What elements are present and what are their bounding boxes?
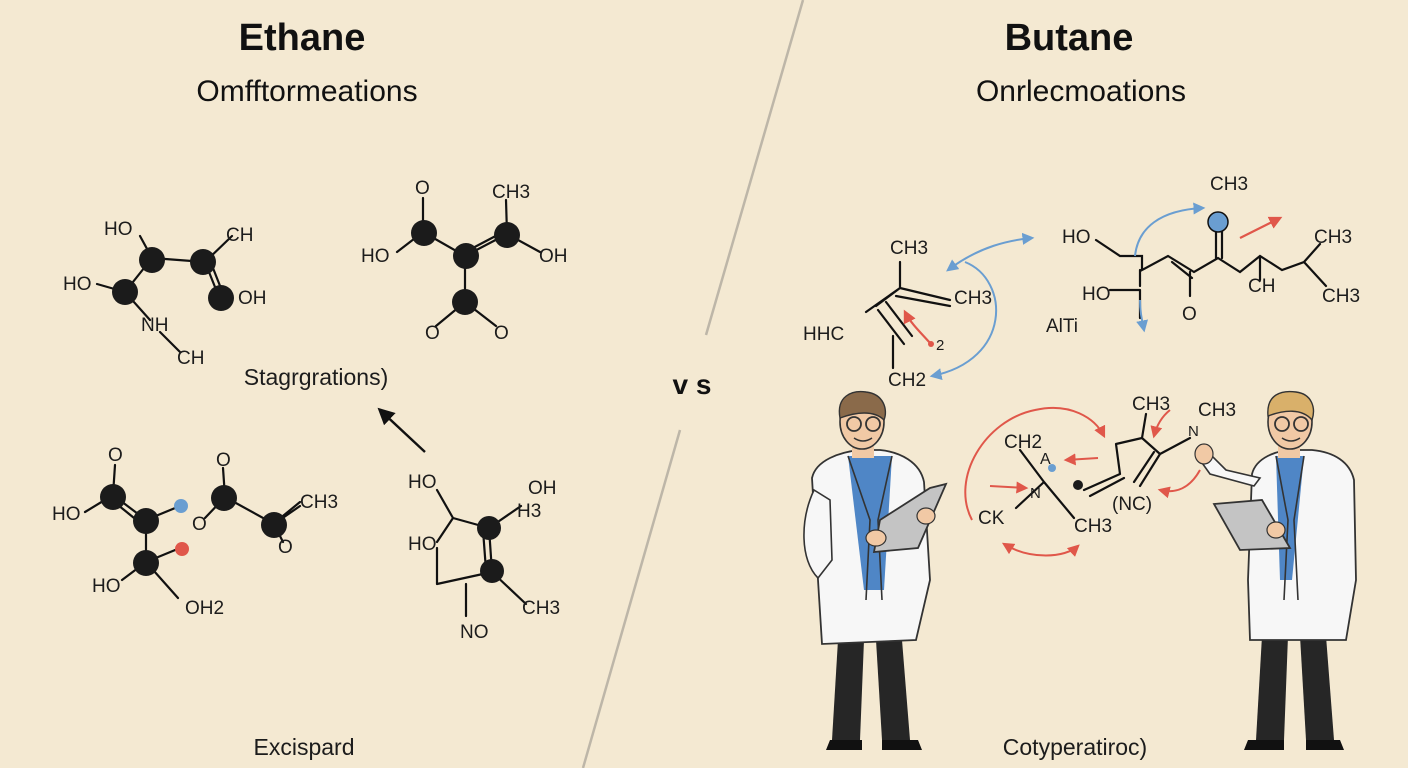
atom-label-mol3-o2: O (216, 450, 231, 471)
atom-label-mol1-ho-left: HO (63, 274, 92, 295)
atom-label-mol1-ch-bottom: CH (177, 348, 204, 369)
ethane-molecule-1: HO CH HO OH NH CH (63, 219, 267, 369)
left-title: Ethane (239, 17, 366, 59)
atom-label-mol3-ho: HO (52, 504, 81, 525)
left-bottom-caption: Excispard (254, 734, 355, 760)
atom-label-mol7-nc: (NC) (1112, 494, 1152, 515)
atom-label-mol4-h3: H3 (517, 501, 541, 522)
atom-label-mol6-ho: HO (1082, 284, 1111, 305)
atom-label-mol1-ho-top: HO (104, 219, 133, 240)
atom-label-mol5-hhc: HHC (803, 324, 844, 345)
atom-label-mol2-ho: HO (361, 246, 390, 267)
atom-label-mol7-a: A (1040, 451, 1051, 468)
atom-label-mol6-ch3-r1: CH3 (1314, 227, 1352, 248)
left-mid-caption: Stagrgrations) (244, 364, 388, 390)
atom-label-mol4-no: NO (460, 622, 489, 643)
atom-label-mol2-o-left: O (425, 323, 440, 344)
center-arrow (377, 407, 426, 453)
ethane-molecule-3: O O HO CH3 O O HO OH2 (52, 445, 338, 619)
scientist-right (1194, 390, 1357, 750)
atom-label-mol1-ch: CH (226, 225, 253, 246)
atom-label-mol7-ch2: CH2 (1004, 432, 1042, 453)
atom-label-mol7-ch3-c: CH3 (1074, 516, 1112, 537)
butane-molecule-2: CH3 HO HO AlTi O CH CH3 CH3 (1046, 174, 1360, 337)
atom-label-mol4-ho-mid: HO (408, 534, 437, 555)
atom-label-mol2-ch3: CH3 (492, 182, 530, 203)
vs-label: v s (673, 369, 712, 400)
atom-label-mol2-oh: OH (539, 246, 568, 267)
atom-label-mol7-ch3-b: CH3 (1198, 400, 1236, 421)
atom-label-mol3-o4: O (278, 537, 293, 558)
atom-label-mol3-o1: O (108, 445, 123, 466)
panel-divider (581, 0, 805, 768)
atom-label-mol7-n2: N (1188, 423, 1199, 440)
atom-label-mol6-ch3-r2: CH3 (1322, 286, 1360, 307)
atom-label-mol6-ho-top: HO (1062, 227, 1091, 248)
atom-label-mol4-ch3: CH3 (522, 598, 560, 619)
atom-label-mol3-oh2: OH2 (185, 598, 224, 619)
atom-label-mol7-ck: CK (978, 508, 1005, 529)
atom-label-mol5-ch3-right: CH3 (954, 288, 992, 309)
atom-label-mol6-ch3-top: CH3 (1210, 174, 1248, 195)
atom-label-mol1-nh: NH (141, 315, 168, 336)
atom-label-mol6-ch: CH (1248, 276, 1275, 297)
atom-label-mol6-alti: AlTi (1046, 316, 1078, 337)
scientist-left (803, 390, 948, 750)
atom-label-mol5-ch3-top: CH3 (890, 238, 928, 259)
atom-label-mol3-ch3: CH3 (300, 492, 338, 513)
atom-label-mol3-o3: O (192, 514, 207, 535)
atom-label-mol4-ho-top: HO (408, 472, 437, 493)
atom-label-mol7-n: N (1030, 485, 1041, 502)
atom-label-mol2-o-right: O (494, 323, 509, 344)
left-subtitle: Omfftormeations (196, 75, 417, 108)
atom-label-mol5-num: 2 (936, 337, 944, 354)
atom-label-mol2-o-top: O (415, 178, 430, 199)
butane-molecule-3: CH3 CH3 CH2 A N N CK CH3 (NC) (964, 394, 1236, 557)
ethane-molecule-2: O CH3 HO OH O O (361, 178, 568, 344)
atom-label-mol7-ch3-a: CH3 (1132, 394, 1170, 415)
atom-label-mol4-oh: OH (528, 478, 557, 499)
atom-label-mol6-o: O (1182, 304, 1197, 325)
ethane-molecule-4: HO OH H3 HO CH3 NO (408, 472, 560, 643)
atom-label-mol1-oh: OH (238, 288, 267, 309)
right-subtitle: Onrlecmoations (976, 75, 1186, 108)
right-title: Butane (1005, 17, 1134, 59)
atom-label-mol3-ho-low: HO (92, 576, 121, 597)
atom-label-mol5-ch2: CH2 (888, 370, 926, 391)
butane-molecule-1: CH3 CH3 HHC 2 CH2 (803, 232, 1035, 391)
right-bottom-caption: Cotyperatiroc) (1003, 734, 1147, 760)
